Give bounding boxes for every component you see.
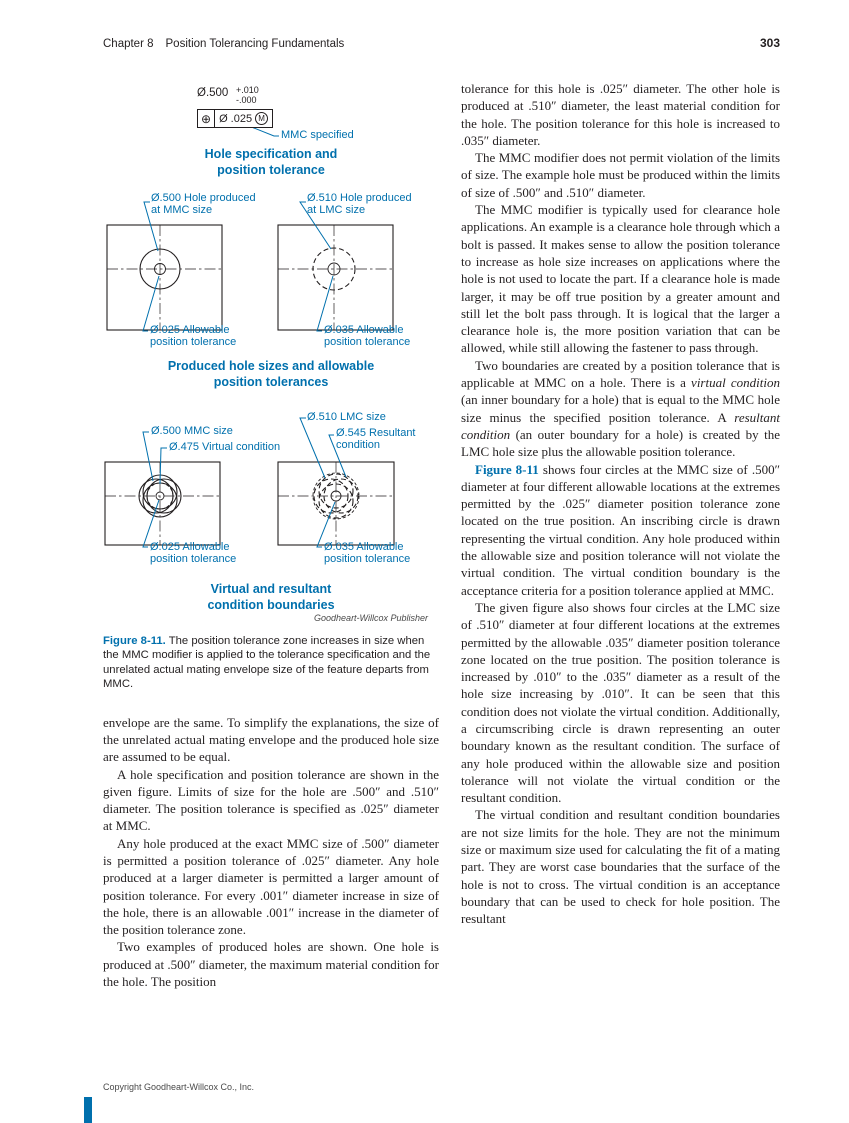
tolerance-035-label-2: Ø.035 Allowable position tolerance xyxy=(324,541,411,565)
hole-circle-lmc xyxy=(312,247,356,291)
paragraph: Two boundaries are created by a position… xyxy=(461,357,780,460)
part-outline xyxy=(106,224,223,331)
produced-caption: Produced hole sizes and allowable positi… xyxy=(167,359,375,389)
hole-mmc-label: Ø.500 Hole produced at MMC size xyxy=(151,192,256,216)
paragraph: Any hole produced at the exact MMC size … xyxy=(103,835,439,938)
leader-hole-lmc xyxy=(299,201,332,250)
tolerance-025-label: Ø.025 Allowable position tolerance xyxy=(150,324,237,348)
lmc-circle-top xyxy=(318,473,354,509)
part-outline xyxy=(277,224,394,331)
lmc-circle-right xyxy=(323,478,359,514)
paragraph: The given figure also shows four circles… xyxy=(461,599,780,806)
leader-tolerance-035 xyxy=(316,501,336,548)
tolerance-025-label-2: Ø.025 Allowable position tolerance xyxy=(150,541,237,565)
paragraph: envelope are the same. To simplify the e… xyxy=(103,714,439,765)
running-head: Chapter 8 Position Tolerancing Fundamenta… xyxy=(103,38,344,50)
diagram-resultant-condition xyxy=(277,417,395,548)
mmc-modifier-symbol: M xyxy=(255,112,269,125)
paragraph: The virtual condition and resultant cond… xyxy=(461,807,780,927)
hole-circle-mmc xyxy=(139,248,181,290)
position-symbol: ⊕ xyxy=(197,109,216,128)
diagram-virtual-condition xyxy=(104,431,221,548)
left-column-text: envelope are the same. To simplify the e… xyxy=(103,714,439,991)
feature-control-frame: ⊕ Ø .025 M xyxy=(197,109,274,128)
resultant-condition-circle xyxy=(312,472,360,520)
copyright-footer: Copyright Goodheart-Willcox Co., Inc. xyxy=(103,1082,255,1092)
leader-tolerance-035 xyxy=(316,275,334,332)
fcf-tolerance-cell: Ø .025 M xyxy=(215,109,274,128)
diagram-hole-at-mmc xyxy=(106,201,223,332)
chapter-title: Position Tolerancing Fundamentals xyxy=(165,38,345,50)
page-header: Chapter 8 Position Tolerancing Fundamenta… xyxy=(103,36,780,50)
hole-lmc-label: Ø.510 Hole produced at LMC size xyxy=(307,192,412,216)
lower-tolerance: -.000 xyxy=(236,95,257,105)
figure-caption-label: Figure 8-11. xyxy=(103,635,166,647)
paragraph: The MMC modifier does not permit violati… xyxy=(461,150,780,200)
tolerance-zone-circle xyxy=(155,491,165,501)
paragraph: tolerance for this hole is .025″ diamete… xyxy=(461,81,780,148)
figure-line-art xyxy=(104,125,395,548)
mmc-size-label: Ø.500 MMC size xyxy=(151,425,233,437)
part-outline xyxy=(104,461,221,546)
leader-mmc-size xyxy=(142,431,154,482)
leader-lmc-size xyxy=(299,417,326,479)
lmc-size-label: Ø.510 LMC size xyxy=(307,411,386,423)
right-column-text: tolerance for this hole is .025″ diamete… xyxy=(461,80,780,928)
leader-resultant-condition xyxy=(328,434,347,478)
fcf-tolerance-value: Ø .025 xyxy=(219,112,253,125)
paragraph: A hole specification and position tolera… xyxy=(103,766,439,834)
paragraph: Figure 8-11 shows four circles at the MM… xyxy=(461,461,780,598)
page-number: 303 xyxy=(759,36,780,50)
figure-8-11: Ø.500 +.010 -.000 ⊕ Ø .025 M MMC specifi… xyxy=(103,85,439,630)
figure-caption: Figure 8-11. The position tolerance zone… xyxy=(103,634,439,692)
page-content: Ø.500 +.010 -.000 ⊕ Ø .025 M MMC specifi… xyxy=(103,80,780,990)
tolerance-zone-circle xyxy=(154,263,166,275)
hole-size-dimension: Ø.500 xyxy=(197,87,229,99)
boundaries-caption: Virtual and resultant condition boundari… xyxy=(207,582,335,612)
diagram-hole-at-lmc xyxy=(277,201,394,332)
leader-tolerance-025 xyxy=(142,275,160,332)
page-edge-tab xyxy=(84,1097,92,1123)
chapter-label: Chapter 8 xyxy=(103,38,154,50)
figure-caption-text: The position tolerance zone increases in… xyxy=(103,635,431,691)
tolerance-zone-circle xyxy=(327,262,341,276)
publisher-credit: Goodheart-Willcox Publisher xyxy=(314,613,428,623)
virtual-condition-circle xyxy=(146,482,174,510)
right-column: tolerance for this hole is .025″ diamete… xyxy=(461,80,780,990)
resultant-condition-label: Ø.545 Resultant condition xyxy=(336,427,416,451)
tolerance-035-label: Ø.035 Allowable position tolerance xyxy=(324,324,411,348)
left-column: Ø.500 +.010 -.000 ⊕ Ø .025 M MMC specifi… xyxy=(103,80,439,990)
tolerance-zone-circle xyxy=(330,490,342,502)
lmc-circle-bottom xyxy=(318,483,354,519)
leader-virtual-condition xyxy=(159,447,167,485)
leader-hole-mmc xyxy=(143,201,159,252)
mmc-circle-right xyxy=(146,478,182,514)
leader-mmc-specified xyxy=(248,125,279,137)
spec-caption: Hole specification and position toleranc… xyxy=(204,147,338,177)
leader-tolerance-025 xyxy=(142,499,160,548)
paragraph: The MMC modifier is typically used for c… xyxy=(461,202,780,356)
upper-tolerance: +.010 xyxy=(236,85,259,95)
virtual-condition-label: Ø.475 Virtual condition xyxy=(169,441,281,453)
mmc-specified-label: MMC specified xyxy=(281,129,354,141)
paragraph: Two examples of produced holes are shown… xyxy=(103,939,439,990)
size-tolerance-stack: +.010 -.000 xyxy=(236,85,259,105)
